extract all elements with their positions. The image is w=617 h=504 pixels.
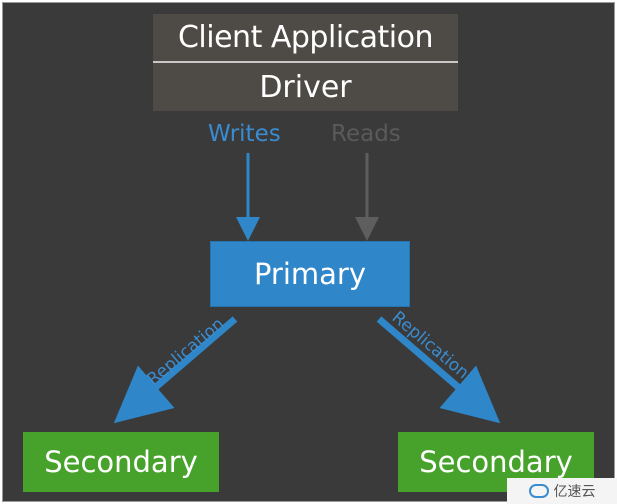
secondary-node-right: Secondary xyxy=(398,432,594,492)
replication-left-label: Replication xyxy=(143,314,228,390)
cloud-logo-icon xyxy=(528,484,549,498)
reads-label: Reads xyxy=(331,121,401,147)
writes-label: Writes xyxy=(208,121,281,147)
client-driver-divider xyxy=(153,61,458,63)
driver-label: Driver xyxy=(259,69,352,105)
replication-left-arrow xyxy=(113,316,238,424)
flow-arrows: Replication Replication xyxy=(113,153,501,424)
replication-right-arrow xyxy=(376,316,501,424)
replication-right-label: Replication xyxy=(388,308,473,384)
watermark: 亿速云 xyxy=(507,478,617,504)
watermark-text: 亿速云 xyxy=(553,484,596,500)
primary-node: Primary xyxy=(210,241,410,307)
client-application-title: Client Application xyxy=(177,20,434,55)
secondary-node-left: Secondary xyxy=(23,432,219,492)
client-application-box: Client Application Driver xyxy=(153,14,458,111)
